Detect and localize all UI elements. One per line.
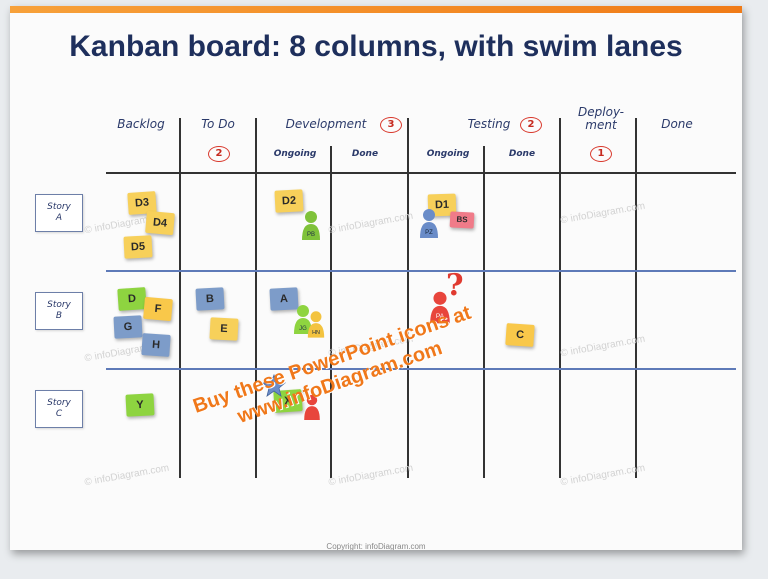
task-note-bs: BS <box>449 211 475 229</box>
column-divider <box>483 146 485 478</box>
person-pb-label: PB <box>307 232 315 238</box>
watermark: © infoDiagram.com <box>327 210 415 237</box>
column-header-backlog: Backlog <box>117 117 165 131</box>
swimlane-divider <box>106 368 736 370</box>
page-title: Kanban board: 8 columns, with swim lanes <box>69 30 683 63</box>
wip-limit-development: 3 <box>380 117 402 133</box>
column-divider <box>559 118 561 478</box>
column-header-testing: Testing <box>467 117 511 131</box>
watermark: © infoDiagram.com <box>559 333 647 360</box>
kanban-slide: Kanban board: 8 columns, with swim lanes… <box>10 6 742 550</box>
task-note-d4: D4 <box>145 210 175 236</box>
person-jg-label: JG <box>299 326 307 332</box>
subcolumn-dev-done: Done <box>351 149 379 159</box>
person-pb-icon: PB <box>302 211 320 240</box>
wip-limit-deployment: 1 <box>590 146 612 162</box>
star-icon <box>262 374 286 397</box>
question-mark-icon: ? <box>446 268 464 303</box>
person-pz-icon: PZ <box>420 209 438 238</box>
task-note-g: G <box>113 315 143 339</box>
task-note-y: Y <box>125 393 155 417</box>
column-header-development: Development <box>285 117 367 131</box>
column-header-todo: To Do <box>201 117 235 131</box>
wip-limit-testing: 2 <box>520 117 542 133</box>
column-divider <box>407 118 409 478</box>
task-note-f: F <box>143 296 173 322</box>
task-note-h: H <box>141 333 171 357</box>
watermark: © infoDiagram.com <box>559 462 647 489</box>
column-divider <box>330 146 332 478</box>
person-hn-label: HN <box>312 330 320 336</box>
task-note-c: C <box>505 323 535 347</box>
swimlane-divider <box>106 270 736 272</box>
column-header-done: Done <box>661 117 693 131</box>
watermark: © infoDiagram.com <box>327 462 415 489</box>
story-card-a: Story A <box>35 194 83 232</box>
subcolumn-test-ongoing: Ongoing <box>426 149 470 159</box>
person-hn-icon: HN <box>307 311 325 338</box>
person-pa-icon: PA <box>430 291 450 324</box>
task-note-d: D <box>117 287 147 311</box>
person-pz-label: PZ <box>425 230 433 236</box>
task-note-e: E <box>209 317 239 341</box>
header-divider <box>106 172 736 174</box>
task-note-b: B <box>195 287 225 311</box>
column-divider <box>255 118 257 478</box>
person-jg-icon: JG <box>294 305 312 334</box>
watermark: © infoDiagram.com <box>83 462 171 489</box>
story-card-c: Story C <box>35 390 83 428</box>
subcolumn-test-done: Done <box>508 149 536 159</box>
person-pa-label: PA <box>436 313 445 320</box>
subcolumn-dev-ongoing: Ongoing <box>273 149 317 159</box>
accent-bar <box>10 6 742 13</box>
person-red-icon <box>304 394 320 420</box>
copyright: Copyright: infoDiagram.com <box>326 542 426 550</box>
wip-limit-todo: 2 <box>208 146 230 162</box>
task-note-d5: D5 <box>123 235 153 259</box>
story-card-b: Story B <box>35 292 83 330</box>
watermark: © infoDiagram.com <box>559 200 647 227</box>
column-divider <box>179 118 181 478</box>
column-header-deployment: Deploy- ment <box>578 105 624 132</box>
column-divider <box>635 118 637 478</box>
